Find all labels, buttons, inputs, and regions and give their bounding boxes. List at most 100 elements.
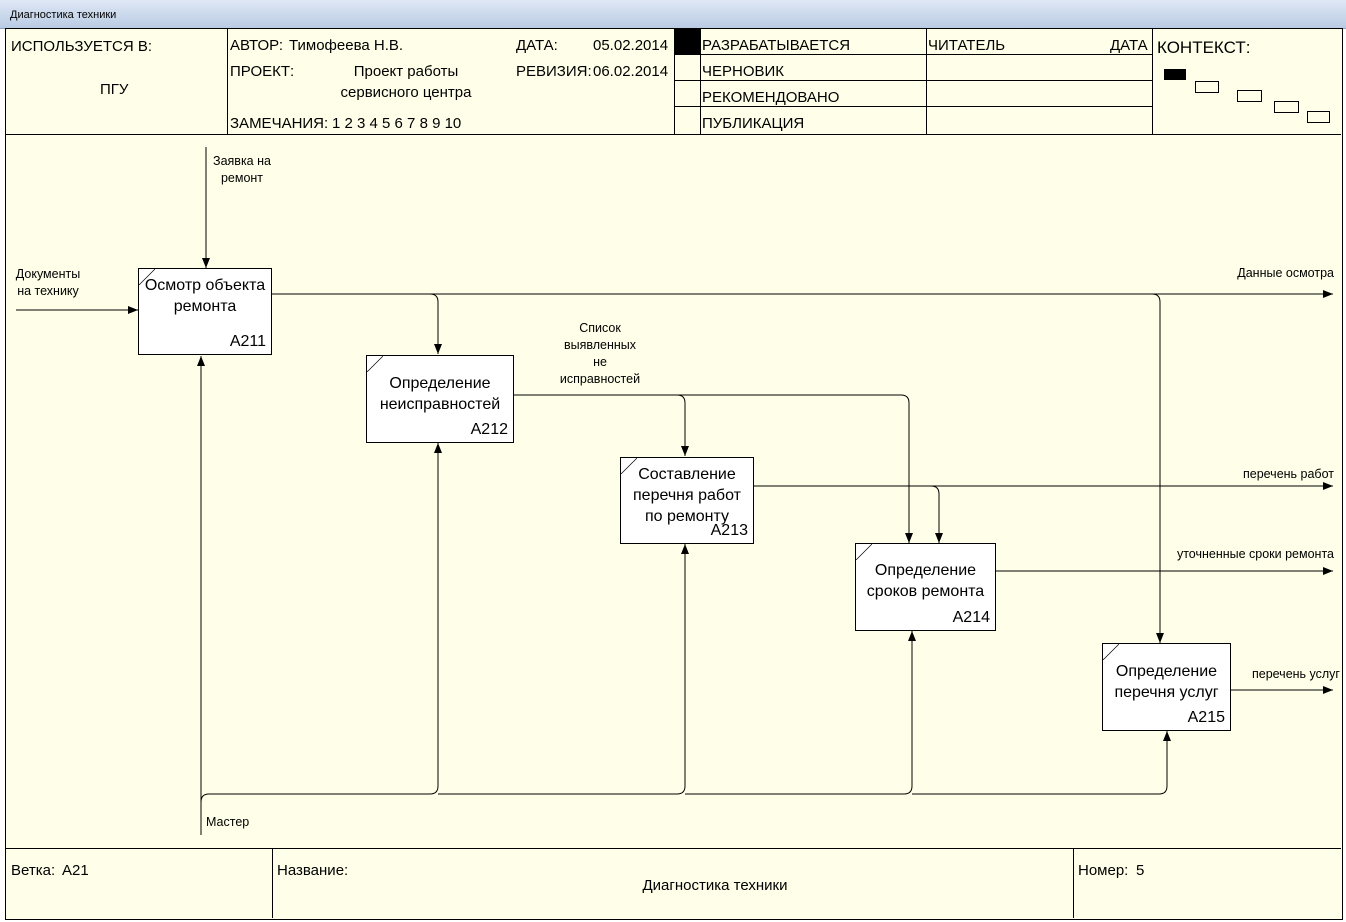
arrow-defects-to-a213 <box>514 394 689 456</box>
activity-box-a212[interactable]: Определение неисправностей A212 <box>366 355 514 443</box>
node-value: A21 <box>62 862 89 879</box>
activity-name-line2: ремонта <box>173 298 237 315</box>
label-documents-line1: Документы <box>15 267 81 281</box>
context-box-3 <box>1237 90 1262 102</box>
arrow-a211-to-a215 <box>272 293 1164 643</box>
arrow-a211-to-a212 <box>272 293 442 354</box>
box-corner-mark <box>1103 644 1119 660</box>
context-box-4 <box>1274 101 1299 113</box>
activity-name-line2: сроков ремонта <box>866 583 985 600</box>
header-bottom-divider <box>5 134 1341 135</box>
activity-box-a211[interactable]: Осмотр объекта ремонта A211 <box>138 268 272 355</box>
activity-name-line1: Осмотр объекта <box>144 277 266 294</box>
label-services-list: перечень услуг <box>1251 667 1340 681</box>
activity-name: Определение неисправностей <box>367 373 513 415</box>
activity-code: A213 <box>710 522 748 539</box>
activity-box-a215[interactable]: Определение перечня услуг A215 <box>1102 643 1231 731</box>
footer-divider-2 <box>1073 848 1074 918</box>
activity-name: Определение сроков ремонта <box>856 560 995 602</box>
arrow-defects-to-a214 <box>514 394 913 543</box>
activity-code: A214 <box>952 609 990 626</box>
status-marker-active <box>675 29 700 54</box>
label-documents-line2: на технику <box>17 284 79 298</box>
author-label: АВТОР: <box>230 37 284 54</box>
window-title: Диагностика техники <box>10 9 117 21</box>
activity-box-a214[interactable]: Определение сроков ремонта A214 <box>855 543 996 631</box>
header-divider-4 <box>926 28 927 134</box>
label-request-line1: Заявка на <box>213 154 271 168</box>
project-value-line1: Проект работы <box>353 63 459 80</box>
revision-label: РЕВИЗИЯ: <box>516 63 592 80</box>
date-value: 05.02.2014 <box>593 37 669 54</box>
box-corner-mark <box>367 356 383 372</box>
activity-box-a213[interactable]: Составление перечня работ по ремонту A21… <box>620 457 754 544</box>
header-divider-2 <box>674 28 675 134</box>
header-divider-5 <box>1152 28 1153 134</box>
diagram-title: Диагностика техники <box>642 877 788 894</box>
arrow-master-to-a212 <box>200 443 442 803</box>
footer-divider-1 <box>272 848 273 918</box>
label-master: Мастер <box>206 815 250 829</box>
arrow-master-to-a213 <box>438 544 689 795</box>
status-row-divider-2 <box>674 80 1152 81</box>
activity-code: A215 <box>1187 709 1225 726</box>
activity-name-line1: Определение <box>874 562 977 579</box>
status-row-divider-1 <box>674 54 1152 55</box>
project-label: ПРОЕКТ: <box>230 63 295 80</box>
activity-name: Составление перечня работ по ремонту <box>621 464 753 527</box>
context-box-2 <box>1195 81 1219 93</box>
status-row-divider-3 <box>674 106 1152 107</box>
label-request-line2: ремонт <box>220 171 264 185</box>
activity-name-line3: по ремонту <box>644 508 730 525</box>
box-corner-mark <box>621 458 637 474</box>
project-value-line2: сервисного центра <box>340 84 472 101</box>
context-box-5 <box>1307 111 1330 123</box>
activity-code: A211 <box>229 333 266 350</box>
activity-name-line2: неисправностей <box>379 396 501 413</box>
label-defects: Список выявленных не исправностей <box>550 320 650 388</box>
notes-value: 1 2 3 4 5 6 7 8 9 10 <box>332 115 462 132</box>
header-divider-3 <box>700 28 701 134</box>
activity-name-line1: Определение <box>389 375 491 392</box>
used-in-label: ИСПОЛЬЗУЕТСЯ В: <box>11 38 153 55</box>
label-work-list: перечень работ <box>1242 467 1334 481</box>
label-repair-terms: уточненные сроки ремонта <box>1176 547 1334 561</box>
status-draft: ЧЕРНОВИК <box>702 63 785 80</box>
date-label: ДАТА: <box>516 37 558 54</box>
activity-name-line2: перечня услуг <box>1114 684 1219 701</box>
label-request: Заявка на ремонт <box>200 153 284 187</box>
number-value: 5 <box>1136 862 1145 879</box>
context-box-1 <box>1164 69 1186 80</box>
activity-name: Определение перечня услуг <box>1103 661 1230 703</box>
footer-top-divider <box>5 848 1341 849</box>
label-documents: Документы на технику <box>10 266 86 300</box>
header-divider-1 <box>227 28 228 134</box>
label-defects-line3: не <box>593 355 607 369</box>
arrow-a213-to-a214 <box>754 485 943 543</box>
box-corner-mark <box>139 269 155 285</box>
label-defects-line2: выявленных <box>563 338 637 352</box>
label-inspection-data: Данные осмотра <box>1237 266 1334 280</box>
node-label: Ветка: <box>11 862 56 879</box>
arrow-master-to-a215 <box>912 731 1171 795</box>
status-publication: ПУБЛИКАЦИЯ <box>702 115 805 132</box>
activity-name-line1: Составление <box>638 466 736 483</box>
revision-value: 06.02.2014 <box>593 63 669 80</box>
status-in-development: РАЗРАБАТЫВАЕТСЯ <box>702 37 851 54</box>
arrow-master-to-a214 <box>685 631 916 795</box>
activity-name-line2: перечня работ <box>633 487 741 504</box>
reader-date-label: ДАТА <box>1110 37 1148 54</box>
label-defects-line4: исправностей <box>559 372 641 386</box>
number-label: Номер: <box>1078 862 1129 879</box>
author-value: Тимофеева Н.В. <box>289 37 404 54</box>
context-label: КОНТЕКСТ: <box>1157 38 1251 57</box>
title-label: Название: <box>277 862 349 879</box>
activity-code: A212 <box>470 421 508 438</box>
used-in-value: ПГУ <box>100 81 129 98</box>
reader-label: ЧИТАТЕЛЬ <box>928 37 1006 54</box>
notes-label: ЗАМЕЧАНИЯ: <box>230 115 329 132</box>
box-corner-mark <box>856 544 872 560</box>
activity-name: Осмотр объекта ремонта <box>139 275 271 317</box>
activity-name-line1: Определение <box>1115 663 1218 680</box>
